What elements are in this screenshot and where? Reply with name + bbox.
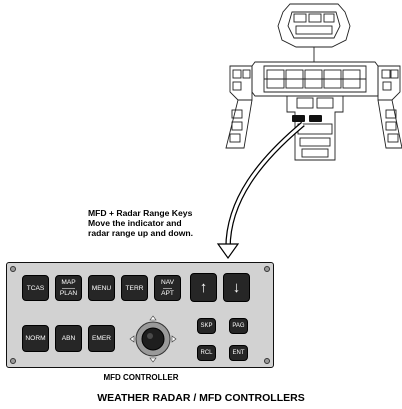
range-keys-callout: MFD + Radar Range Keys Move the indicato… bbox=[88, 208, 238, 238]
range-up-key[interactable]: ↑ bbox=[190, 273, 217, 302]
rcl-key[interactable]: RCL bbox=[197, 345, 216, 361]
panel-screw bbox=[264, 358, 270, 364]
figure-title: WEATHER RADAR / MFD CONTROLLERS bbox=[97, 392, 305, 404]
nav-apt-key[interactable]: NAV APT bbox=[154, 275, 181, 301]
up-arrow-icon: ↑ bbox=[199, 279, 208, 296]
mfd-controller-panel: TCAS MAP PLAN MENU TERR NAV APT ↑ ↓ NORM… bbox=[6, 262, 274, 368]
nav-key-label: NAV bbox=[160, 278, 175, 286]
apt-key-label: APT bbox=[161, 289, 174, 297]
abn-key[interactable]: ABN bbox=[55, 325, 82, 352]
tcas-key-label: TCAS bbox=[26, 284, 45, 292]
terr-key[interactable]: TERR bbox=[121, 275, 148, 301]
map-key-label: MAP bbox=[61, 278, 76, 286]
highlighted-controllers bbox=[292, 115, 322, 122]
key-divider bbox=[62, 287, 75, 289]
joystick-icon[interactable] bbox=[129, 315, 177, 363]
key-divider bbox=[162, 287, 173, 289]
menu-key[interactable]: MENU bbox=[88, 275, 115, 301]
norm-key-label: NORM bbox=[25, 335, 46, 342]
ent-key[interactable]: ENT bbox=[229, 345, 248, 361]
down-arrow-icon: ↓ bbox=[232, 279, 241, 296]
pag-key[interactable]: PAG bbox=[229, 318, 248, 334]
cockpit-overview-icon bbox=[225, 3, 402, 161]
map-plan-key[interactable]: MAP PLAN bbox=[55, 275, 82, 301]
controller-label: MFD CONTROLLER bbox=[103, 373, 179, 382]
panel-screw bbox=[10, 266, 16, 272]
norm-key[interactable]: NORM bbox=[22, 325, 49, 352]
emer-key[interactable]: EMER bbox=[88, 325, 115, 352]
tcas-key[interactable]: TCAS bbox=[22, 275, 49, 301]
callout-line-2: Move the indicator and bbox=[88, 218, 182, 228]
rcl-key-label: RCL bbox=[200, 350, 213, 356]
ent-key-label: ENT bbox=[232, 350, 245, 356]
menu-key-label: MENU bbox=[91, 284, 112, 292]
callout-line-1: MFD + Radar Range Keys bbox=[88, 208, 193, 218]
callout-arrow-icon bbox=[216, 121, 305, 260]
emer-key-label: EMER bbox=[91, 335, 112, 342]
terr-key-label: TERR bbox=[125, 284, 144, 292]
skp-key-label: SKP bbox=[200, 323, 213, 329]
panel-screw bbox=[10, 358, 16, 364]
abn-key-label: ABN bbox=[61, 335, 76, 342]
range-down-key[interactable]: ↓ bbox=[223, 273, 250, 302]
plan-key-label: PLAN bbox=[59, 289, 78, 297]
panel-screw bbox=[264, 266, 270, 272]
callout-line-3: radar range up and down. bbox=[88, 228, 194, 238]
pag-key-label: PAG bbox=[232, 323, 245, 329]
skp-key[interactable]: SKP bbox=[197, 318, 216, 334]
